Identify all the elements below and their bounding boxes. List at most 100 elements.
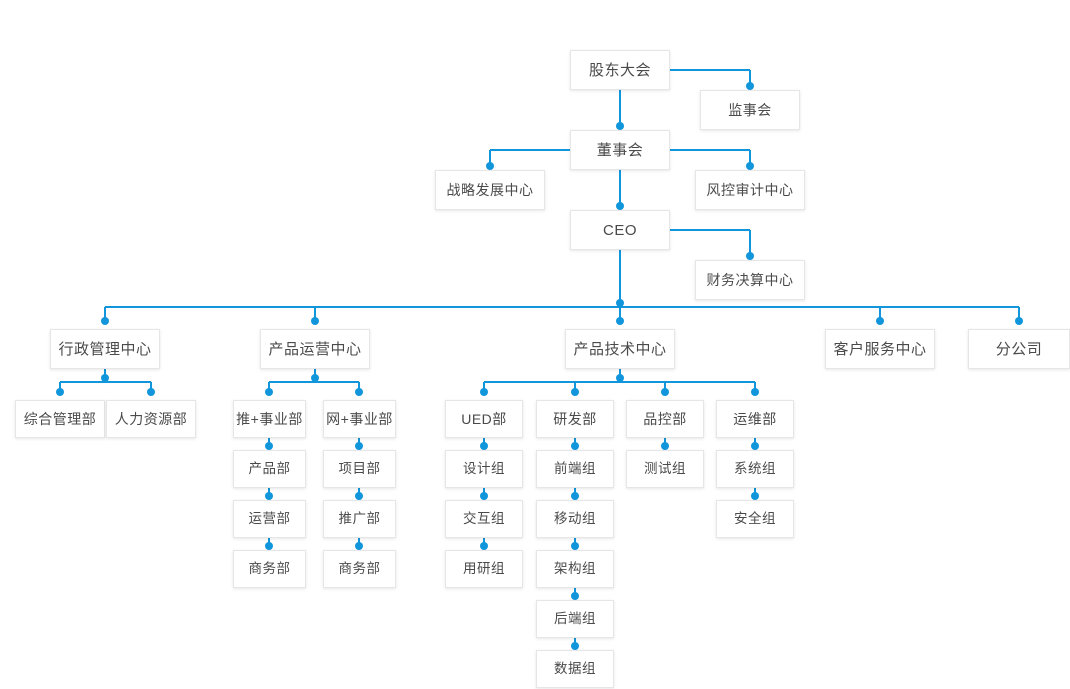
org-node-label: 后端组: [554, 611, 596, 627]
org-node-label: CEO: [602, 221, 637, 239]
org-node-strategy[interactable]: 战略发展中心: [435, 170, 545, 210]
prodops-bus-dot: [265, 388, 273, 396]
org-node-business2[interactable]: 商务部: [323, 550, 396, 588]
org-node-label: 产品技术中心: [573, 340, 667, 358]
prodtech-bus-dot: [571, 388, 579, 396]
org-node-label: 股东大会: [588, 61, 651, 79]
board-to-ceo-dot: [616, 202, 624, 210]
org-node-datagroup[interactable]: 数据组: [536, 650, 614, 688]
prodtech-bus-dot: [751, 388, 759, 396]
org-node-interactgroup[interactable]: 交互组: [445, 500, 523, 538]
org-node-frontend[interactable]: 前端组: [536, 450, 614, 488]
main-division-bus-dot: [311, 317, 319, 325]
org-node-branch[interactable]: 分公司: [968, 329, 1070, 369]
org-node-label: 测试组: [644, 461, 686, 477]
shareholders-to-supervisors-dot: [746, 82, 754, 90]
org-node-tuiplus[interactable]: 推+事业部: [233, 400, 306, 438]
org-node-researchgroup[interactable]: 用研组: [445, 550, 523, 588]
ceo-to-finance-dot: [746, 252, 754, 260]
tuiplus-chain-2-dot: [265, 492, 273, 500]
org-node-testgroup[interactable]: 测试组: [626, 450, 704, 488]
rnd-chain-5-dot: [571, 642, 579, 650]
org-node-label: 战略发展中心: [446, 182, 534, 198]
org-node-architecture[interactable]: 架构组: [536, 550, 614, 588]
org-node-custserv[interactable]: 客户服务中心: [825, 329, 935, 369]
org-node-sysgroup[interactable]: 系统组: [716, 450, 794, 488]
org-node-label: 风控审计中心: [706, 182, 794, 198]
org-node-label: 移动组: [554, 511, 596, 527]
shareholders-to-board-dot: [616, 122, 624, 130]
org-node-riskaudit[interactable]: 风控审计中心: [695, 170, 805, 210]
org-node-admin[interactable]: 行政管理中心: [50, 329, 160, 369]
org-node-label: 产品运营中心: [268, 340, 362, 358]
ued-chain-2-dot: [480, 492, 488, 500]
qa-chain-1-dot: [661, 442, 669, 450]
org-node-ceo[interactable]: CEO: [570, 210, 670, 250]
org-node-label: 综合管理部: [23, 411, 97, 427]
org-node-genadmin[interactable]: 综合管理部: [15, 400, 105, 438]
org-node-label: 项目部: [338, 461, 381, 477]
main-division-bus-dot: [1015, 317, 1023, 325]
main-division-bus-dot: [616, 317, 624, 325]
wangplus-chain-3-dot: [355, 542, 363, 550]
org-node-qa[interactable]: 品控部: [626, 400, 704, 438]
rnd-chain-3-dot: [571, 542, 579, 550]
org-node-label: 推+事业部: [236, 411, 303, 427]
org-node-label: 分公司: [995, 340, 1043, 358]
tuiplus-chain-3-dot: [265, 542, 273, 550]
prodtech-bus-dot: [480, 388, 488, 396]
org-node-supervisors[interactable]: 监事会: [700, 90, 800, 130]
board-to-strategy-dot: [486, 162, 494, 170]
org-node-rnd[interactable]: 研发部: [536, 400, 614, 438]
wangplus-chain-2-dot: [355, 492, 363, 500]
org-node-backend[interactable]: 后端组: [536, 600, 614, 638]
org-node-label: 董事会: [596, 141, 644, 159]
prodtech-to-bus-dot: [616, 374, 624, 382]
org-node-label: 人力资源部: [114, 411, 188, 427]
admin-bus-dot: [147, 388, 155, 396]
devops-chain-1-dot: [751, 442, 759, 450]
org-node-product[interactable]: 产品部: [233, 450, 306, 488]
board-to-riskaudit-dot: [746, 162, 754, 170]
org-node-designgroup[interactable]: 设计组: [445, 450, 523, 488]
org-node-label: 研发部: [553, 411, 597, 427]
org-node-board[interactable]: 董事会: [570, 130, 670, 170]
main-division-bus-dot: [101, 317, 109, 325]
org-node-mobile[interactable]: 移动组: [536, 500, 614, 538]
org-node-finance[interactable]: 财务决算中心: [695, 260, 805, 300]
org-node-devops[interactable]: 运维部: [716, 400, 794, 438]
org-node-label: 交互组: [463, 511, 505, 527]
org-node-label: 设计组: [463, 461, 505, 477]
main-division-bus-dot: [876, 317, 884, 325]
org-node-label: 产品部: [248, 461, 291, 477]
rnd-chain-1-dot: [571, 442, 579, 450]
org-node-prodops[interactable]: 产品运营中心: [260, 329, 370, 369]
org-node-hr[interactable]: 人力资源部: [106, 400, 196, 438]
org-node-shareholders[interactable]: 股东大会: [570, 50, 670, 90]
org-node-label: 前端组: [554, 461, 596, 477]
org-node-label: 系统组: [734, 461, 776, 477]
org-node-label: 监事会: [728, 102, 772, 118]
org-node-label: 商务部: [248, 561, 291, 577]
ued-chain-1-dot: [480, 442, 488, 450]
org-node-label: 数据组: [554, 661, 596, 677]
ued-chain-3-dot: [480, 542, 488, 550]
org-node-projectdept[interactable]: 项目部: [323, 450, 396, 488]
org-node-wangplus[interactable]: 网+事业部: [323, 400, 396, 438]
devops-chain-2-dot: [751, 492, 759, 500]
org-node-label: UED部: [461, 411, 507, 427]
prodops-bus-dot: [355, 388, 363, 396]
org-node-label: 推广部: [338, 511, 381, 527]
admin-to-bus-dot: [101, 374, 109, 382]
org-node-promotion[interactable]: 推广部: [323, 500, 396, 538]
org-node-operation[interactable]: 运营部: [233, 500, 306, 538]
org-node-ued[interactable]: UED部: [445, 400, 523, 438]
org-node-label: 财务决算中心: [706, 272, 794, 288]
org-node-label: 网+事业部: [326, 411, 393, 427]
org-node-secgroup[interactable]: 安全组: [716, 500, 794, 538]
org-node-business1[interactable]: 商务部: [233, 550, 306, 588]
org-node-prodtech[interactable]: 产品技术中心: [565, 329, 675, 369]
org-node-label: 用研组: [463, 561, 505, 577]
